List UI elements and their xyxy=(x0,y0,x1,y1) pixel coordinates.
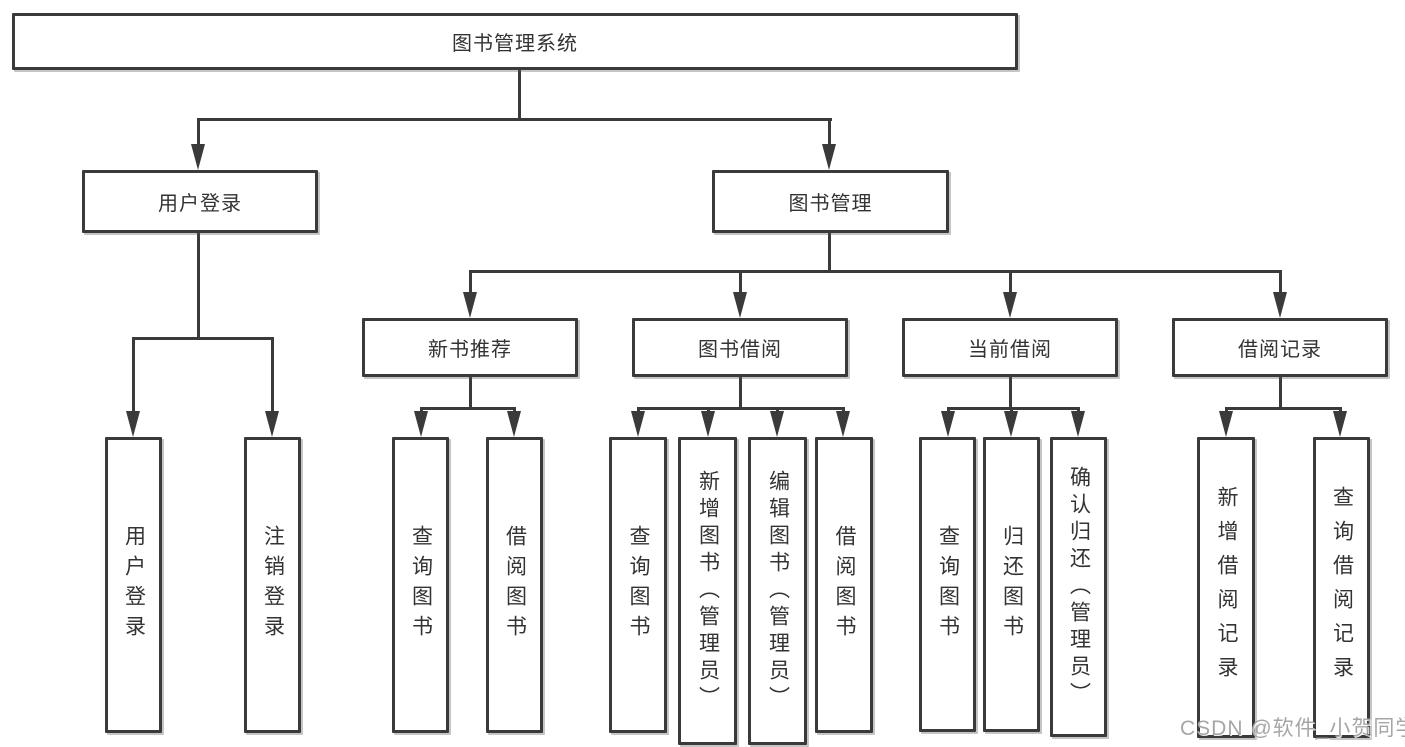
connector-line xyxy=(1279,270,1282,296)
leaf-label: 借阅图书 xyxy=(503,525,527,645)
arrowhead-down-icon xyxy=(770,411,784,437)
arrowhead-down-icon xyxy=(822,144,836,170)
arrowhead-down-icon xyxy=(414,411,428,437)
leaf-edit-books-admin: 编辑图书（管理员） xyxy=(748,437,807,745)
node-label: 图书借阅 xyxy=(698,339,782,361)
arrowhead-down-icon xyxy=(265,411,279,437)
leaf-query-books-borrow: 查询图书 xyxy=(609,437,667,733)
connector-line xyxy=(1009,377,1012,409)
arrowhead-down-icon xyxy=(701,411,715,437)
connector-line xyxy=(739,270,742,296)
node-label: 新书推荐 xyxy=(428,339,512,361)
connector-line xyxy=(197,118,832,121)
connector-line xyxy=(197,233,200,339)
connector-line xyxy=(828,233,831,272)
arrowhead-down-icon xyxy=(1004,411,1018,437)
connector-line xyxy=(947,407,1079,410)
node-current-borrow: 当前借阅 xyxy=(902,318,1118,377)
leaf-logout: 注销登录 xyxy=(244,437,301,733)
leaf-user-login: 用户登录 xyxy=(105,437,162,733)
arrowhead-down-icon xyxy=(126,411,140,437)
arrowhead-down-icon xyxy=(733,292,747,318)
connector-line xyxy=(739,377,742,409)
leaf-confirm-return-admin: 确认归还（管理员） xyxy=(1050,437,1107,737)
leaf-borrow-books-recommend: 借阅图书 xyxy=(486,437,543,733)
arrowhead-down-icon xyxy=(1071,411,1085,437)
node-borrow-records: 借阅记录 xyxy=(1172,318,1388,377)
csdn-watermark: CSDN @软件_小贺同学 xyxy=(1180,717,1405,740)
leaf-label: 借阅图书 xyxy=(833,525,856,645)
connector-line xyxy=(1009,270,1012,296)
arrowhead-down-icon xyxy=(191,144,205,170)
leaf-query-books-recommend: 查询图书 xyxy=(392,437,449,733)
arrowhead-down-icon xyxy=(1003,292,1017,318)
connector-line xyxy=(469,270,472,296)
arrowhead-down-icon xyxy=(1333,411,1347,437)
leaf-query-borrow-record: 查询借阅记录 xyxy=(1313,437,1370,738)
node-label: 当前借阅 xyxy=(968,339,1052,361)
node-library-system: 图书管理系统 xyxy=(12,13,1018,70)
node-label: 借阅记录 xyxy=(1238,339,1322,361)
connector-line xyxy=(1225,407,1342,410)
leaf-label: 查询图书 xyxy=(936,524,960,645)
leaf-label: 用户登录 xyxy=(122,525,146,645)
node-label: 图书管理 xyxy=(788,193,873,215)
node-user-login: 用户登录 xyxy=(82,170,318,233)
arrowhead-down-icon xyxy=(463,292,477,318)
leaf-add-borrow-record: 新增借阅记录 xyxy=(1197,437,1255,738)
leaf-label: 新增借阅记录 xyxy=(1215,485,1238,690)
node-label: 图书管理系统 xyxy=(452,33,578,55)
connector-line xyxy=(469,270,1282,273)
connector-line xyxy=(271,337,274,415)
arrowhead-down-icon xyxy=(631,411,645,437)
leaf-label: 确认归还（管理员） xyxy=(1067,465,1091,709)
connector-line xyxy=(132,337,274,340)
connector-line xyxy=(637,407,845,410)
arrowhead-down-icon xyxy=(941,411,955,437)
leaf-label: 新增图书（管理员） xyxy=(696,469,720,713)
connector-line xyxy=(132,337,135,415)
leaf-query-books-current: 查询图书 xyxy=(919,437,976,732)
connector-line xyxy=(518,70,521,121)
connector-line xyxy=(1279,377,1282,409)
node-book-borrow: 图书借阅 xyxy=(632,318,848,377)
node-new-book-recommend: 新书推荐 xyxy=(362,318,578,377)
arrowhead-down-icon xyxy=(507,411,521,437)
leaf-label: 编辑图书（管理员） xyxy=(766,469,790,713)
arrowhead-down-icon xyxy=(836,411,850,437)
node-label: 用户登录 xyxy=(158,193,242,215)
connector-line xyxy=(469,377,472,409)
leaf-label: 查询图书 xyxy=(627,525,650,645)
node-book-management: 图书管理 xyxy=(712,170,949,233)
leaf-label: 归还图书 xyxy=(1000,524,1024,645)
leaf-return-books: 归还图书 xyxy=(983,437,1040,732)
leaf-label: 注销登录 xyxy=(261,525,285,645)
connector-line xyxy=(197,118,200,150)
connector-line xyxy=(828,118,831,150)
arrowhead-down-icon xyxy=(1273,292,1287,318)
arrowhead-down-icon xyxy=(1219,411,1233,437)
connector-line xyxy=(420,407,515,410)
leaf-borrow-books: 借阅图书 xyxy=(815,437,873,733)
leaf-add-books-admin: 新增图书（管理员） xyxy=(678,437,737,745)
leaf-label: 查询图书 xyxy=(409,525,433,645)
leaf-label: 查询借阅记录 xyxy=(1330,485,1354,690)
